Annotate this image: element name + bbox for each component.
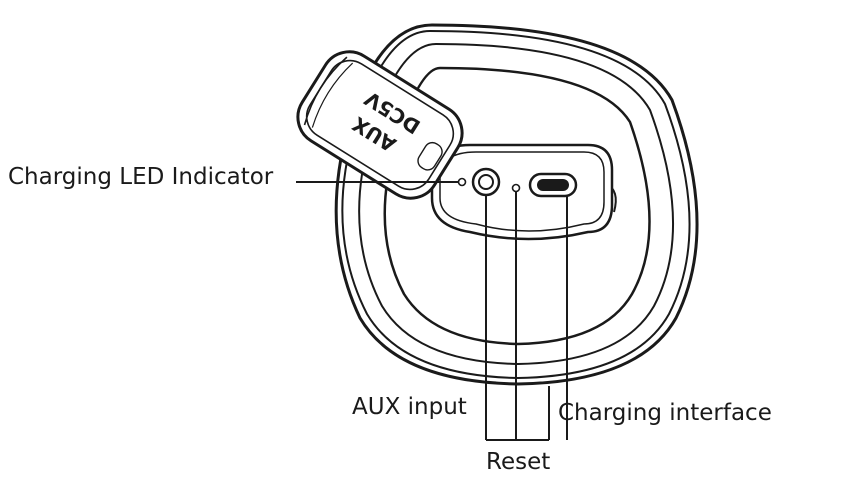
port-panel (430, 143, 614, 241)
usb-c-port (528, 172, 578, 198)
leader-lines (296, 181, 568, 441)
label-charging-led-indicator: Charging LED Indicator (8, 164, 274, 190)
label-charging-interface: Charging interface (558, 400, 772, 426)
charging-led-indicator (457, 177, 467, 187)
reset-hole (511, 183, 521, 193)
label-aux-input: AUX input (352, 394, 467, 420)
rubber-cover-flap: AUX DC5V (296, 50, 464, 200)
aux-jack (471, 167, 501, 197)
label-reset: Reset (486, 449, 551, 475)
